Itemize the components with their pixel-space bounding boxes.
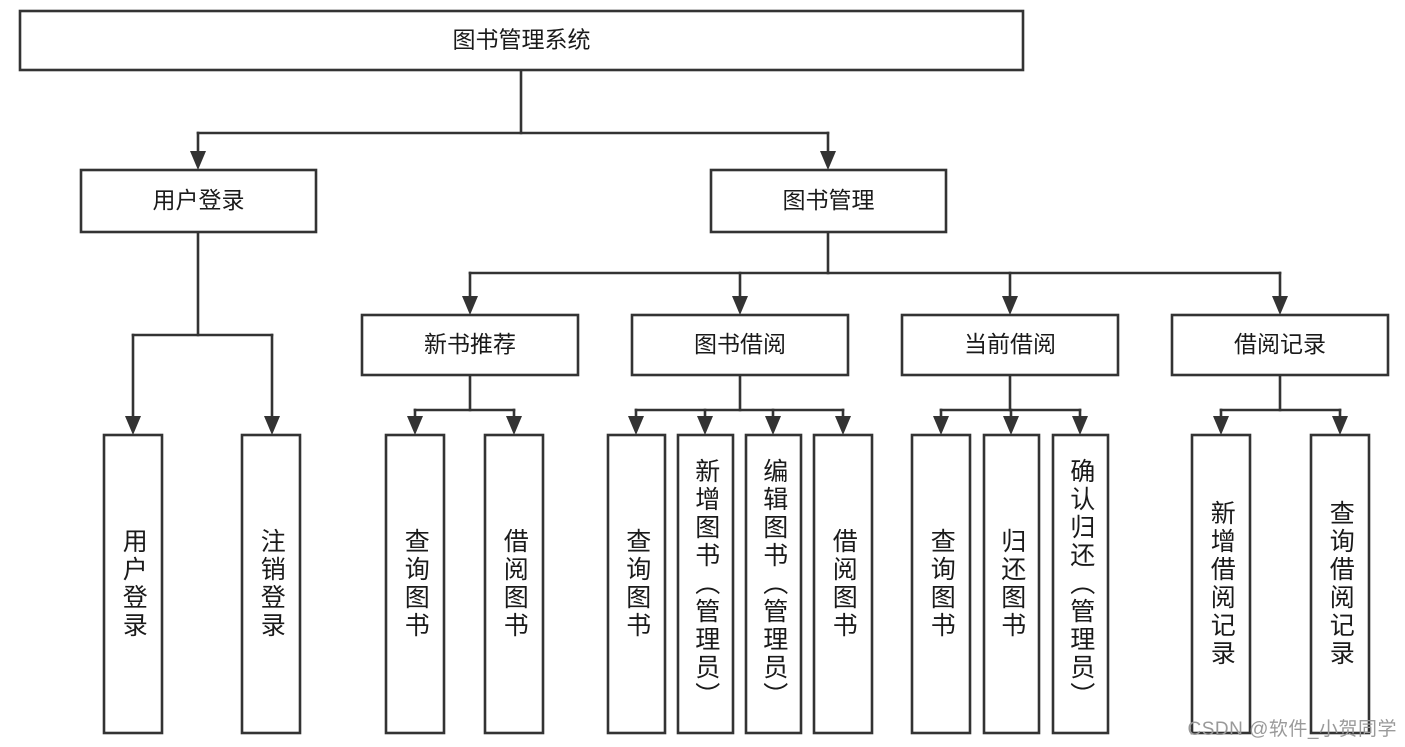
arrow-head-icon	[1002, 296, 1018, 315]
node-box-borrow-record[interactable]	[1170, 313, 1390, 377]
arrow-head-icon	[506, 416, 522, 435]
arrow-head-icon	[933, 416, 949, 435]
arrow-head-icon	[1072, 416, 1088, 435]
node-box-book-management[interactable]	[709, 168, 948, 234]
arrow-head-icon	[125, 416, 141, 435]
node-box-leaf-confirm-return-admin[interactable]	[1051, 433, 1110, 735]
node-box-user-login[interactable]	[79, 168, 318, 234]
node-box-leaf-add-book-admin[interactable]	[676, 433, 735, 735]
arrow-head-icon	[264, 416, 280, 435]
arrow-head-icon	[732, 296, 748, 315]
node-label-borrow-record: 借阅记录	[1234, 331, 1326, 357]
node-box-current-borrow[interactable]	[900, 313, 1120, 377]
arrow-head-icon	[1272, 296, 1288, 315]
node-box-leaf-query-book-recommend[interactable]	[384, 433, 446, 735]
node-label-root: 图书管理系统	[453, 27, 591, 53]
arrow-head-icon	[628, 416, 644, 435]
node-box-leaf-logout-login[interactable]	[240, 433, 302, 735]
arrow-head-icon	[765, 416, 781, 435]
node-box-leaf-borrow-book[interactable]	[812, 433, 874, 735]
arrow-head-icon	[1003, 416, 1019, 435]
arrow-head-icon	[820, 151, 836, 170]
arrow-head-icon	[835, 416, 851, 435]
node-box-leaf-query-book-current[interactable]	[910, 433, 972, 735]
node-box-leaf-query-book-borrow[interactable]	[606, 433, 667, 735]
node-label-book-management: 图书管理	[783, 187, 875, 213]
watermark-text: CSDN @软件_小贺同学	[1187, 719, 1397, 740]
node-box-leaf-return-book[interactable]	[982, 433, 1041, 735]
arrow-head-icon	[1213, 416, 1229, 435]
arrow-head-icon	[190, 151, 206, 170]
node-label-current-borrow: 当前借阅	[964, 331, 1056, 357]
node-label-user-login: 用户登录	[153, 187, 245, 213]
boxes-layer	[18, 9, 1390, 735]
arrow-head-icon	[697, 416, 713, 435]
node-box-root[interactable]	[18, 9, 1025, 72]
arrow-head-icon	[1332, 416, 1348, 435]
node-box-leaf-borrow-book-recommend[interactable]	[483, 433, 545, 735]
arrow-head-icon	[407, 416, 423, 435]
connectors-layer	[125, 68, 1348, 435]
node-label-book-borrow: 图书借阅	[694, 331, 786, 357]
node-box-leaf-query-borrow-record[interactable]	[1309, 433, 1371, 735]
node-box-leaf-add-borrow-record[interactable]	[1190, 433, 1252, 735]
arrow-head-icon	[462, 296, 478, 315]
node-box-leaf-edit-book-admin[interactable]	[744, 433, 803, 735]
node-label-new-book-recommend: 新书推荐	[424, 331, 516, 357]
node-box-leaf-user-login[interactable]	[102, 433, 164, 735]
node-box-new-book-recommend[interactable]	[360, 313, 580, 377]
node-box-book-borrow[interactable]	[630, 313, 850, 377]
